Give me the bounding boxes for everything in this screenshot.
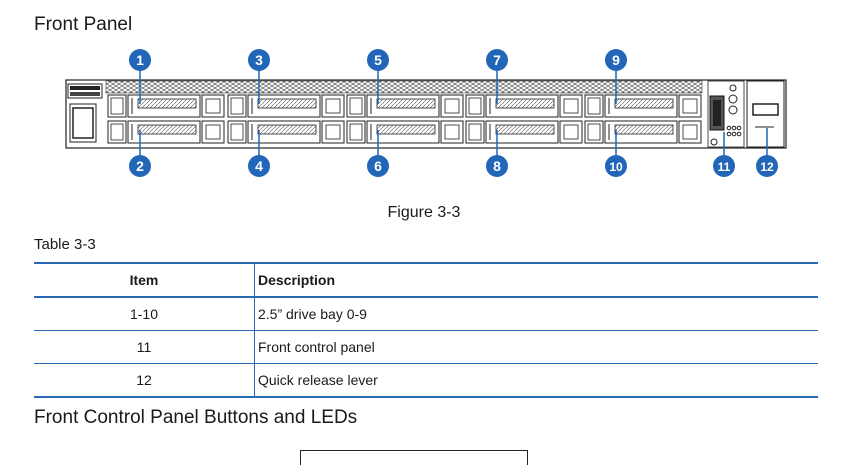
drive-bay <box>584 94 702 118</box>
callout-number: 2 <box>136 158 144 174</box>
front-panel-figure: 1 3 5 7 9 2 4 6 8 10 11 12 <box>62 48 792 180</box>
callout-number: 5 <box>374 52 382 68</box>
drive-bay <box>346 120 464 144</box>
callout-badge: 7 <box>486 49 508 104</box>
callout-badge: 5 <box>367 49 389 104</box>
callout-badge: 4 <box>248 130 270 177</box>
drive-bay <box>107 120 225 144</box>
table-row: 12 Quick release lever <box>34 363 818 397</box>
callout-number: 7 <box>493 52 501 68</box>
front-panel-table: Item Description 1-10 2.5” drive bay 0-9… <box>34 262 818 398</box>
table-cell-description: 2.5” drive bay 0-9 <box>258 306 367 322</box>
table-cell-item: 1-10 <box>34 297 255 331</box>
callout-number: 4 <box>255 158 263 174</box>
callout-number: 3 <box>255 52 263 68</box>
table-row: 11 Front control panel <box>34 330 818 364</box>
table-row: 1-10 2.5” drive bay 0-9 <box>34 297 818 331</box>
column-header-description: Description <box>258 272 336 288</box>
drive-bay <box>227 120 345 144</box>
callout-number: 9 <box>612 52 620 68</box>
drive-bay <box>107 94 225 118</box>
table-cell-description: Quick release lever <box>258 372 378 388</box>
column-header-item: Item <box>34 263 255 297</box>
table-cell-description: Front control panel <box>258 339 375 355</box>
drive-bay <box>465 120 583 144</box>
quick-release-lever-drawing <box>746 80 785 148</box>
table-cell-item: 11 <box>34 330 255 364</box>
callout-badge: 1 <box>129 49 151 104</box>
table-header-row: Item Description <box>34 263 818 297</box>
drive-bay <box>346 94 464 118</box>
callout-badge: 10 <box>605 130 627 177</box>
front-control-panel-drawing <box>707 80 745 148</box>
server-front-panel-diagram: 1 3 5 7 9 2 4 6 8 10 11 12 <box>65 49 787 177</box>
callout-number: 8 <box>493 158 501 174</box>
figure-caption: Figure 3-3 <box>387 204 461 221</box>
callout-badge: 6 <box>367 130 389 177</box>
section-title-front-panel: Front Panel <box>34 14 133 35</box>
callout-number: 6 <box>374 158 382 174</box>
drive-bay <box>465 94 583 118</box>
callout-number: 1 <box>136 52 144 68</box>
callout-number: 12 <box>760 160 774 174</box>
section-title-front-control-panel: Front Control Panel Buttons and LEDs <box>34 407 358 428</box>
control-panel-figure-top <box>300 450 528 465</box>
table-cell-item: 12 <box>34 363 255 397</box>
callout-badge: 3 <box>248 49 270 104</box>
callout-number: 11 <box>718 160 731 174</box>
callout-badge: 8 <box>486 130 508 177</box>
callout-number: 10 <box>609 160 623 174</box>
drive-bay <box>584 120 702 144</box>
drive-bay <box>227 94 345 118</box>
table-label: Table 3-3 <box>34 236 96 253</box>
callout-badge: 11 <box>713 132 735 177</box>
callout-badge: 12 <box>756 128 778 177</box>
callout-badge: 9 <box>605 49 627 104</box>
callout-badge: 2 <box>129 130 151 177</box>
